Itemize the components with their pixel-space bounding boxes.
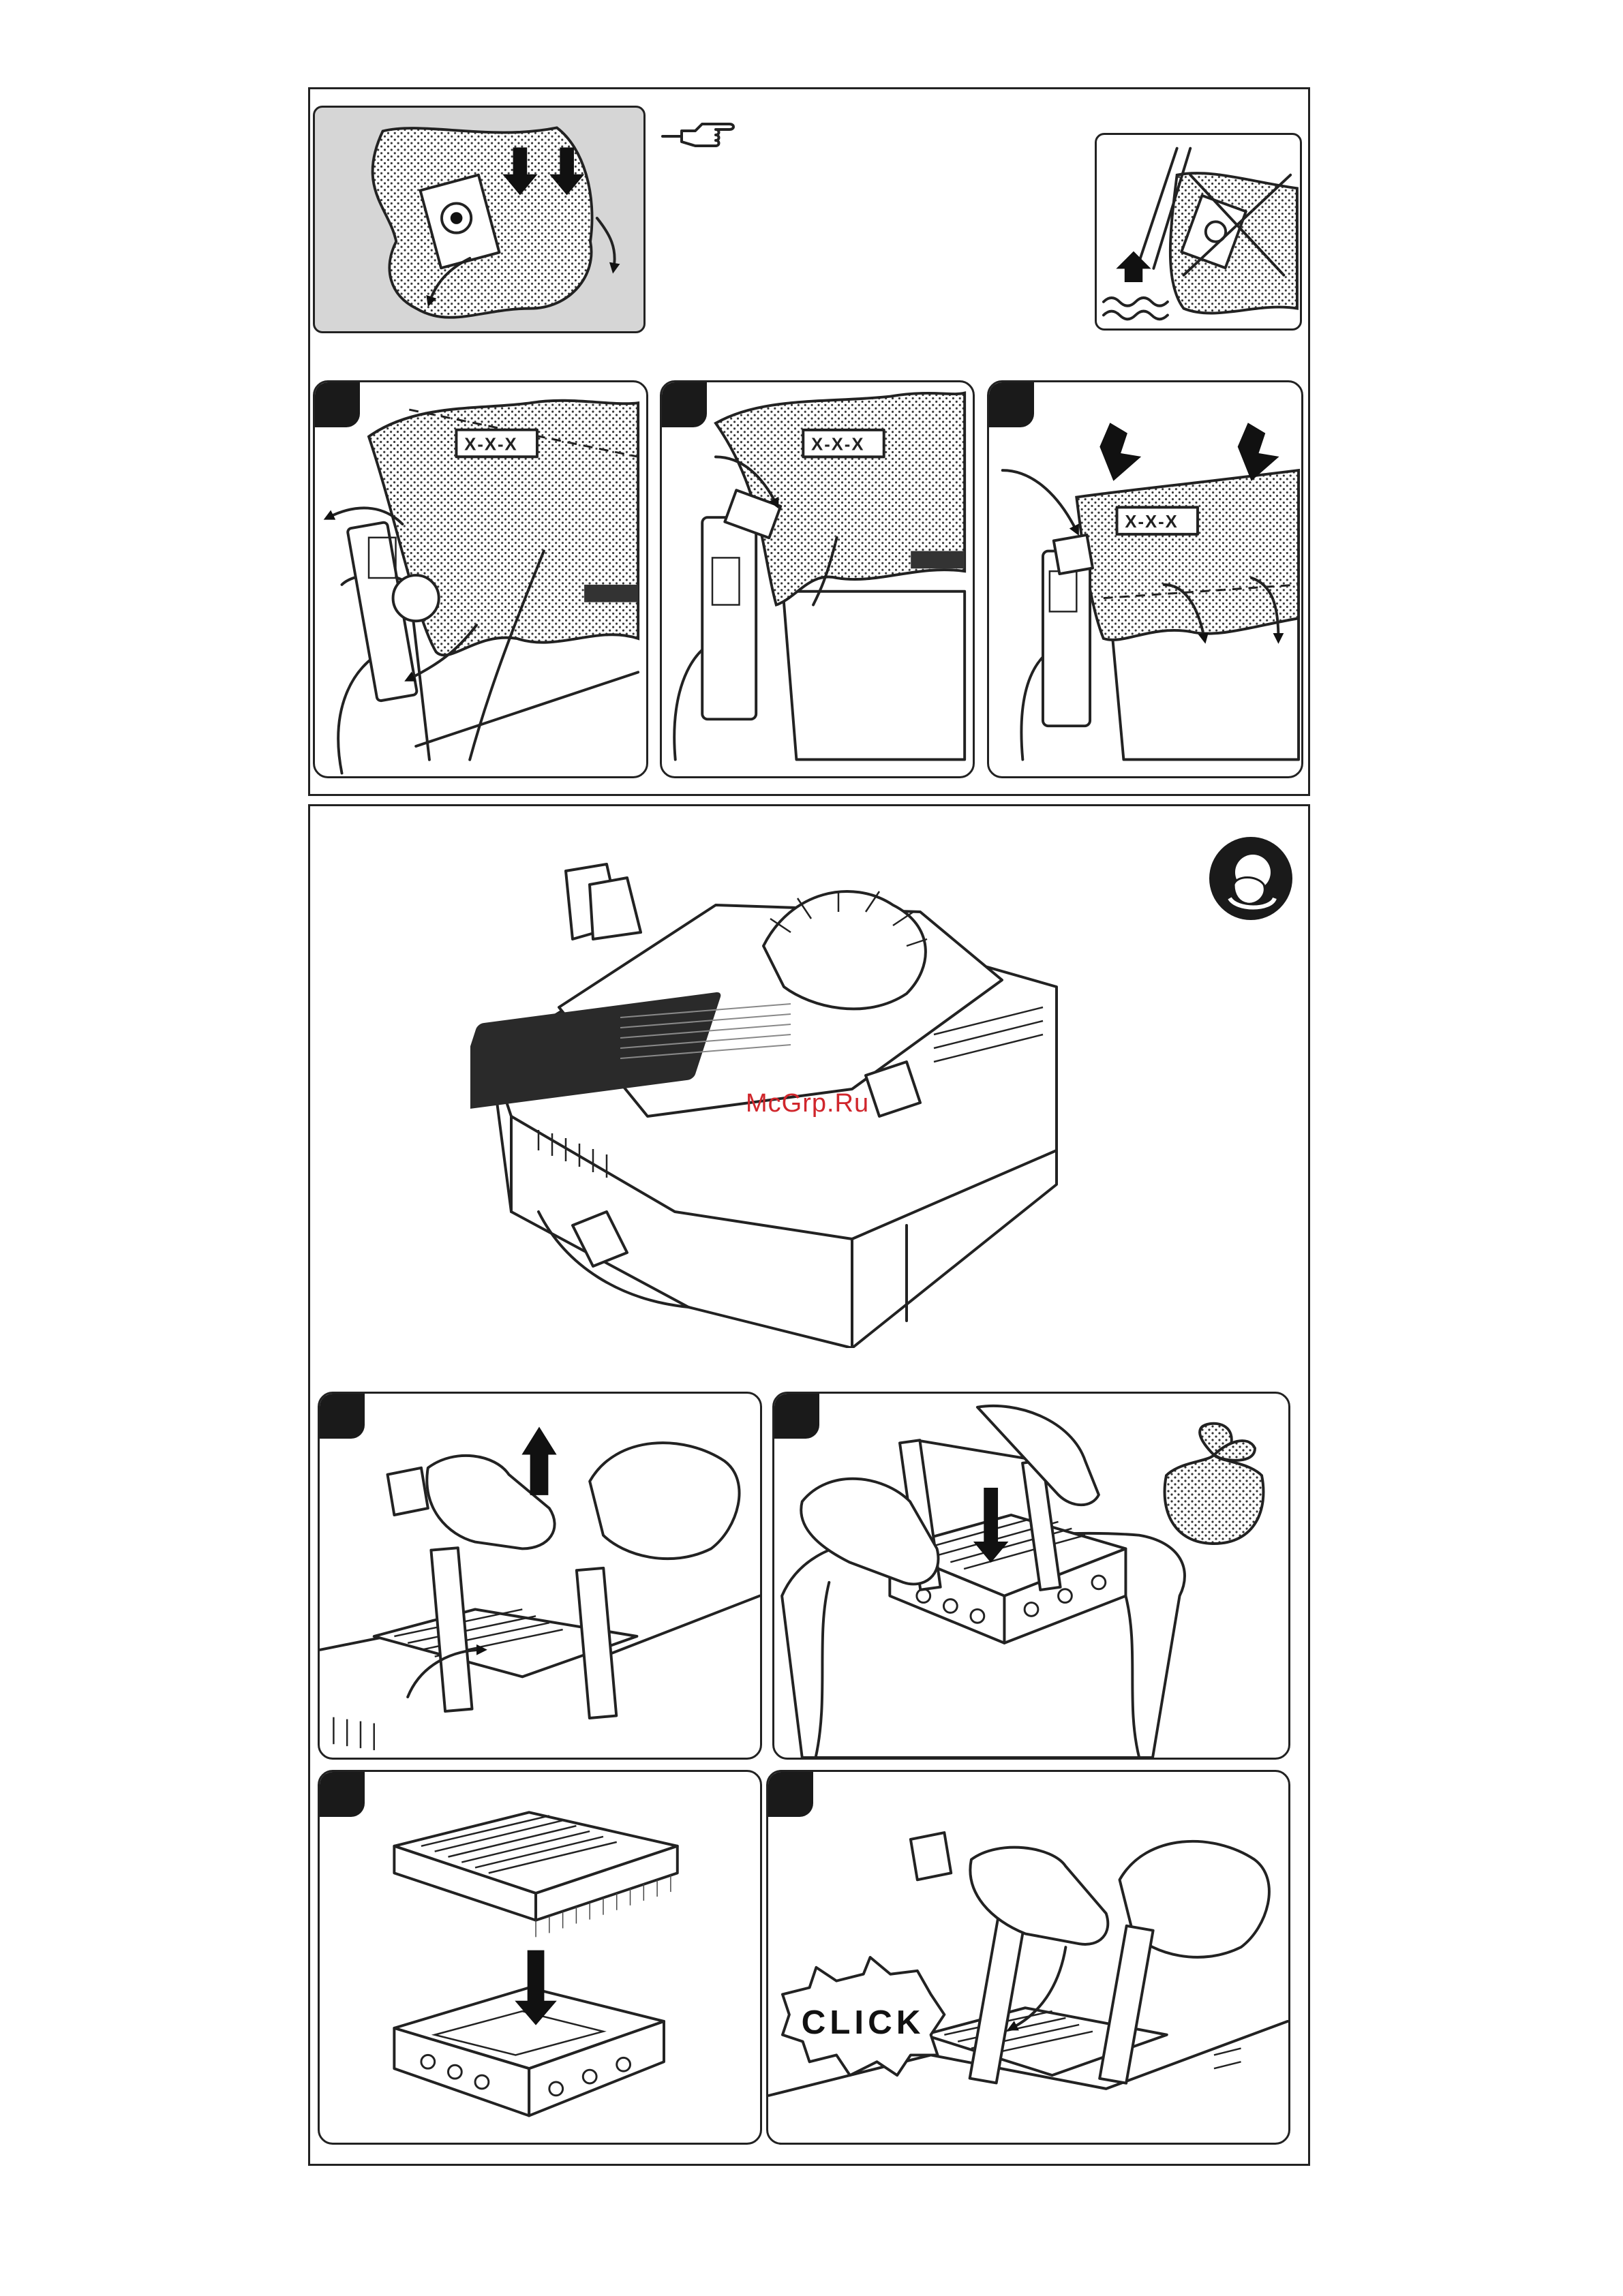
dust-mask-icon — [1209, 837, 1292, 920]
step-insert-bag-panel: X-X-X — [987, 380, 1303, 778]
tied-bag-icon — [1153, 1414, 1275, 1550]
step-close-bag-panel: X-X-X — [660, 380, 975, 778]
no-wet-bag-panel — [1095, 133, 1302, 331]
click-label: CLICK — [802, 2004, 925, 2041]
bag-label-text: X-X-X — [464, 435, 517, 454]
watermark-text: McGrp.Ru — [746, 1089, 869, 1118]
step-remove-filter-panel — [318, 1392, 762, 1760]
pointing-hand-icon — [661, 116, 750, 157]
step-reinsert-filter-panel: CLICK — [766, 1770, 1290, 2145]
bag-label-text: X-X-X — [811, 435, 864, 454]
bag-full-info-panel — [313, 106, 646, 333]
step-dispose-filter-panel — [772, 1392, 1290, 1760]
step-insert-filter-panel — [318, 1770, 762, 2145]
bag-label-text: X-X-X — [1125, 512, 1178, 532]
step-remove-bag-panel: X-X-X — [313, 380, 648, 778]
